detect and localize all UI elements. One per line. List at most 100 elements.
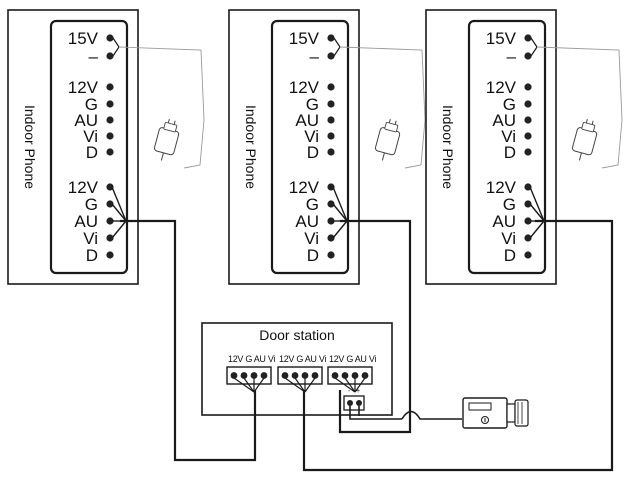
indoor-phones: Indoor Phone15V–12VGAUViD12VGAUViDIndoor… [7, 9, 623, 285]
cable-phone-3 [302, 219, 614, 472]
lower-terminal-label: 12V [486, 178, 517, 197]
upper-terminal-label: 12V [68, 78, 99, 97]
phone-title: Indoor Phone [22, 105, 38, 189]
connector-2: 12V G AU Vi [277, 354, 327, 393]
power-terminal [524, 52, 532, 60]
lower-terminal [327, 251, 335, 259]
upper-terminal-label: D [86, 143, 98, 162]
connector-pin [240, 372, 248, 379]
upper-terminal-label: AU [295, 111, 319, 130]
lower-terminal-label: AU [295, 212, 319, 231]
lower-terminal-label: G [85, 195, 98, 214]
upper-terminal [524, 148, 532, 156]
connector-pin [301, 372, 309, 379]
lock-wire-loop [401, 410, 462, 420]
lock-cable [349, 406, 462, 420]
connector-label: 12V G AU Vi [228, 354, 275, 364]
upper-terminal [327, 148, 335, 156]
door-station-title: Door station [259, 327, 334, 343]
connector-pin [260, 372, 268, 379]
lower-terminal [327, 217, 335, 225]
lower-terminal-label: AU [74, 212, 98, 231]
cable-phone-2-part [303, 221, 411, 300]
upper-terminal-label: G [306, 95, 319, 114]
upper-terminal [524, 116, 532, 124]
power-label: 15V [289, 29, 320, 48]
lower-terminal-label: Vi [304, 229, 319, 248]
lower-terminal [524, 251, 532, 259]
lower-terminal [106, 234, 114, 242]
power-terminal [524, 34, 532, 42]
phone-frame [425, 9, 557, 285]
lower-terminal [327, 200, 335, 208]
cable-phone-2 [338, 219, 412, 434]
connector-pin [331, 372, 339, 379]
upper-terminal [524, 100, 532, 108]
upper-terminal [106, 100, 114, 108]
phone-title: Indoor Phone [440, 105, 456, 189]
upper-terminal-label: G [85, 95, 98, 114]
connector-pin [351, 372, 359, 379]
phone-terminal-panel [467, 19, 547, 275]
upper-terminal-label: Vi [83, 127, 98, 146]
connector-pin [341, 372, 349, 379]
connector-pin [361, 372, 369, 379]
upper-terminal-label: G [503, 95, 516, 114]
lower-terminal [106, 251, 114, 259]
lower-terminal-label: 12V [289, 178, 320, 197]
lower-terminal-label: G [503, 195, 516, 214]
door-station-frame [201, 322, 393, 416]
lower-terminal [524, 234, 532, 242]
lock-terminal-plus-label: + [356, 388, 360, 395]
connector-pin [250, 372, 258, 379]
adapter-cable [118, 46, 205, 169]
connector-1: 12V G AU Vi [226, 354, 276, 393]
upper-terminal [327, 116, 335, 124]
upper-terminal-label: AU [492, 111, 516, 130]
upper-terminal [106, 148, 114, 156]
lower-terminal-label: D [307, 246, 319, 265]
power-label: – [310, 47, 320, 66]
lock-terminal-minus-label: - [348, 388, 351, 395]
upper-terminal [106, 83, 114, 91]
lower-terminal [524, 183, 532, 191]
lower-terminal [106, 217, 114, 225]
lock-terminal-plus [356, 400, 362, 406]
lower-terminal-label: D [504, 246, 516, 265]
lower-terminal [106, 183, 114, 191]
phone-frame [228, 9, 360, 285]
upper-terminal-label: D [504, 143, 516, 162]
connector-3: 12V G AU Vi [327, 354, 377, 393]
adapter-cable [536, 46, 623, 169]
connector-pin [291, 372, 299, 379]
upper-terminal [106, 132, 114, 140]
lock-terminal-minus [347, 400, 353, 406]
lower-terminal-label: 12V [68, 178, 99, 197]
lower-terminal [524, 217, 532, 225]
lock-terminal-block [343, 395, 365, 411]
phone-terminal-panel [270, 19, 350, 275]
connector-pin [230, 372, 238, 379]
upper-terminal [327, 83, 335, 91]
cables [120, 219, 614, 472]
connector-label: 12V G AU Vi [329, 354, 376, 364]
lower-terminal-label: AU [492, 212, 516, 231]
lower-terminal [327, 234, 335, 242]
lower-terminal [524, 200, 532, 208]
upper-terminal-label: AU [74, 111, 98, 130]
connector-pin [311, 372, 319, 379]
lower-terminal-label: Vi [501, 229, 516, 248]
phone-terminal-panel [49, 19, 129, 275]
upper-terminal [327, 132, 335, 140]
upper-terminal-label: D [307, 143, 319, 162]
upper-terminal-label: Vi [304, 127, 319, 146]
connector-label: 12V G AU Vi [279, 354, 326, 364]
connector-pin [281, 372, 289, 379]
phone-frame [7, 9, 139, 285]
power-label: – [507, 47, 517, 66]
power-terminal [106, 52, 114, 60]
